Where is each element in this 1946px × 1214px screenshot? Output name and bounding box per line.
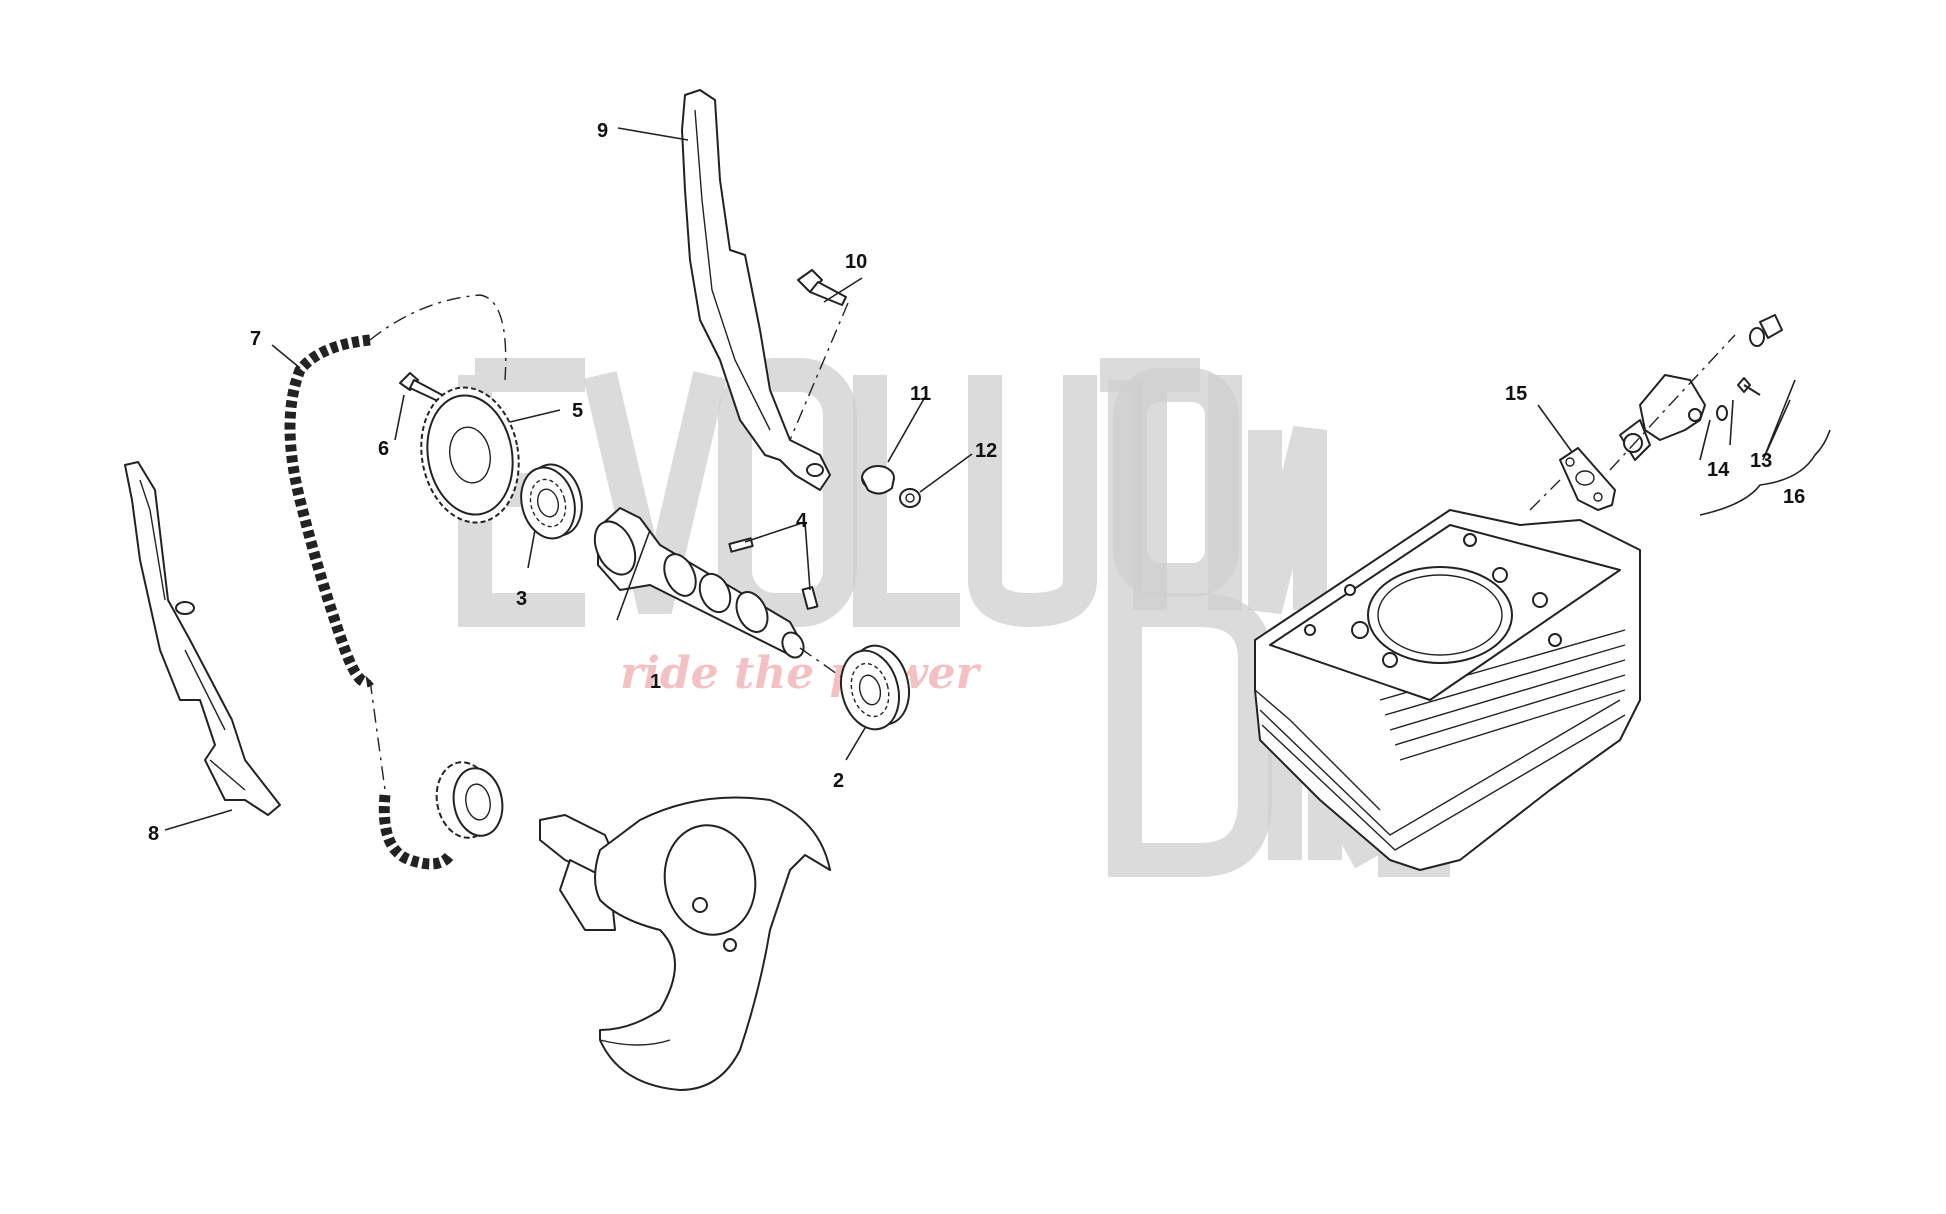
leader-lines — [164, 127, 1831, 831]
callout-4: 4 — [796, 510, 808, 532]
crankshaft — [539, 796, 831, 1091]
callout-13: 13 — [1750, 450, 1772, 472]
washer — [899, 488, 921, 508]
slider-bolt — [789, 269, 849, 441]
tensioner-bolts-and-washers — [1716, 314, 1783, 421]
tensioner-gasket — [1559, 447, 1616, 511]
camshaft-sprocket — [420, 386, 520, 524]
camshaft-bearing-left — [520, 463, 583, 540]
callout-2: 2 — [833, 770, 844, 792]
callout-5: 5 — [572, 400, 583, 422]
camshaft — [593, 507, 861, 691]
chain-guide-rail — [124, 461, 281, 816]
callout-3: 3 — [516, 588, 527, 610]
chain-tensioner-slider — [681, 89, 831, 491]
crankshaft-sprocket — [435, 761, 504, 839]
callout-numbers: 1 2 3 4 5 6 7 8 9 10 11 12 13 14 15 16 — [148, 120, 1805, 845]
callout-16: 16 — [1783, 486, 1805, 508]
callout-6: 6 — [378, 438, 389, 460]
timing-chain — [284, 294, 507, 870]
chain-tensioner-assembly — [1529, 334, 1736, 511]
camshaft-bearing-right — [840, 644, 910, 731]
callout-1: 1 — [650, 671, 661, 693]
spacer-bushing — [861, 465, 895, 495]
callout-14: 14 — [1707, 459, 1730, 481]
callout-10: 10 — [845, 251, 867, 273]
callout-8: 8 — [148, 823, 159, 845]
callout-15: 15 — [1505, 383, 1527, 405]
callout-11: 11 — [910, 383, 931, 405]
sprocket-bolt — [399, 372, 445, 403]
callout-9: 9 — [597, 120, 608, 142]
callout-7: 7 — [250, 328, 261, 350]
cylinder-block — [1254, 509, 1641, 871]
callout-12: 12 — [975, 440, 997, 462]
